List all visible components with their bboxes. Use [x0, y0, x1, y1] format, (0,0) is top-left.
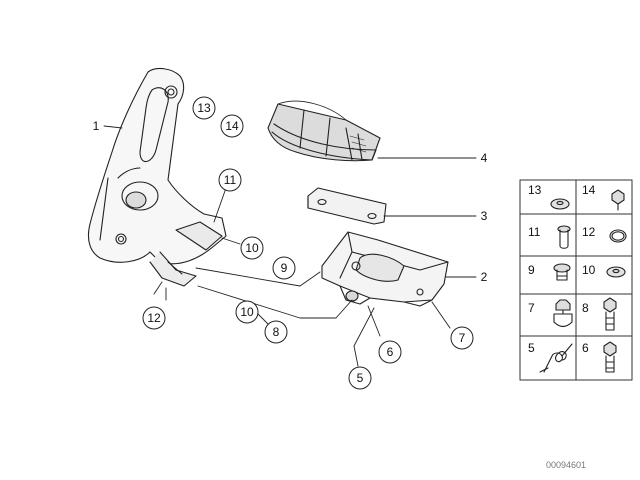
callout-7: 7: [459, 331, 466, 345]
legend-label-13: 13: [528, 183, 542, 197]
callout-circles: [142, 96, 474, 390]
hex-bolt-14-icon: [611, 189, 625, 211]
pin-11-icon: [557, 225, 571, 249]
callout-1: 1: [93, 119, 100, 133]
hex-bolt-6-icon: [603, 341, 617, 373]
callout-5: 5: [357, 371, 364, 385]
legend-label-11: 11: [528, 225, 541, 239]
callout-8: 8: [273, 325, 280, 339]
callout-10-upper: 10: [245, 241, 259, 255]
legend-labels: 13 14 11 12 9 10 7 8 5 6: [528, 183, 596, 355]
callout-10-lower: 10: [240, 305, 254, 319]
callout-12: 12: [147, 311, 161, 325]
callout-labels: 1 13 14 4 11 3 10 9 2 12 10 8 7 6 5: [93, 101, 488, 385]
legend-label-7: 7: [528, 301, 535, 315]
callout-11: 11: [224, 173, 237, 187]
washer-13-icon: [550, 198, 570, 210]
legend-label-12: 12: [582, 225, 596, 239]
washer-10-icon: [606, 266, 626, 278]
pivot-bolt-7-icon: [553, 299, 573, 328]
diagram-code: 00094601: [546, 460, 586, 470]
circlip-12-icon: [609, 229, 627, 243]
footrest-body-part: [321, 231, 449, 307]
hex-bolt-8-icon: [603, 297, 617, 331]
plate-part: [307, 187, 387, 225]
callout-3: 3: [481, 209, 488, 223]
callout-13: 13: [197, 101, 211, 115]
bracket-part: [87, 67, 227, 287]
footrest-rubber-part: [267, 100, 381, 162]
legend-label-14: 14: [582, 183, 596, 197]
legend-label-6: 6: [582, 341, 589, 355]
callout-9: 9: [281, 261, 288, 275]
callout-6: 6: [387, 345, 394, 359]
legend-label-8: 8: [582, 301, 589, 315]
legend-label-5: 5: [528, 341, 535, 355]
torsion-spring-5-icon: [539, 343, 573, 373]
callout-4: 4: [481, 151, 488, 165]
legend-label-9: 9: [528, 263, 535, 277]
callout-14: 14: [225, 119, 239, 133]
callout-2: 2: [481, 270, 488, 284]
collar-bolt-9-icon: [553, 263, 571, 281]
legend-label-10: 10: [582, 263, 596, 277]
